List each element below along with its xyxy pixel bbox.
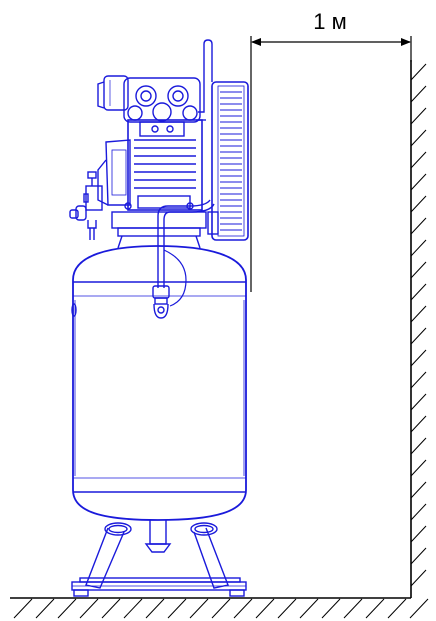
- floor-hatch-stroke: [145, 598, 165, 619]
- wall-hatch-stroke: [410, 327, 427, 345]
- wall-hatch-stroke: [410, 107, 427, 125]
- floor-hatch-stroke: [409, 598, 429, 619]
- wall-hatch-stroke: [410, 305, 427, 323]
- floor-hatch-stroke: [79, 598, 99, 619]
- wall-hatch-stroke: [410, 129, 427, 147]
- wall-hatch-stroke: [410, 525, 427, 543]
- wall-hatch-stroke: [410, 393, 427, 411]
- base-skid: [71, 577, 247, 597]
- floor-hatch-stroke: [387, 598, 407, 619]
- wall-hatch-stroke: [410, 63, 427, 81]
- wall-hatch-stroke: [410, 569, 427, 587]
- compressor: [69, 39, 249, 597]
- wall-hatch-stroke: [410, 503, 427, 521]
- wall-hatch-stroke: [410, 459, 427, 477]
- air-filter: [97, 75, 129, 111]
- flywheel-guard: [207, 81, 249, 241]
- cylinder-head: [123, 77, 201, 137]
- wall: [410, 60, 427, 598]
- pump-cylinder: [127, 119, 203, 211]
- wall-hatch-stroke: [410, 547, 427, 565]
- floor-hatch-stroke: [211, 598, 231, 619]
- floor-hatch-stroke: [123, 598, 143, 619]
- wall-hatch-stroke: [410, 217, 427, 235]
- floor-hatch-stroke: [57, 598, 77, 619]
- floor-hatch-stroke: [365, 598, 385, 619]
- wall-hatch-stroke: [410, 261, 427, 279]
- dimension-label: 1 м: [313, 9, 346, 34]
- floor-hatch-stroke: [299, 598, 319, 619]
- clearance-dimension: 1 м: [250, 9, 412, 292]
- delivery-pipe: [157, 199, 215, 307]
- check-valve: [152, 285, 170, 319]
- floor-hatch-stroke: [255, 598, 275, 619]
- guard-slats: [220, 91, 242, 231]
- wall-hatch-stroke: [410, 173, 427, 191]
- wall-hatch-stroke: [410, 151, 427, 169]
- tank-support-legs: [85, 520, 229, 589]
- floor-hatch-stroke: [167, 598, 187, 619]
- wall-hatch-stroke: [410, 415, 427, 433]
- wall-hatching: [410, 63, 427, 587]
- floor-hatch-stroke: [101, 598, 121, 619]
- floor: [10, 597, 429, 619]
- floor-hatch-stroke: [233, 598, 253, 619]
- wall-hatch-stroke: [410, 195, 427, 213]
- pressure-switch: [69, 171, 103, 240]
- receiver-tank: [71, 245, 247, 521]
- floor-hatch-stroke: [321, 598, 341, 619]
- floor-hatch-stroke: [189, 598, 209, 619]
- wall-hatch-stroke: [410, 239, 427, 257]
- pump-crankcase: [97, 139, 131, 206]
- wall-hatch-stroke: [410, 437, 427, 455]
- floor-hatch-stroke: [35, 598, 55, 619]
- wall-hatch-stroke: [410, 85, 427, 103]
- discharge-pipe: [196, 39, 213, 121]
- wall-hatch-stroke: [410, 349, 427, 367]
- wall-hatch-stroke: [410, 283, 427, 301]
- wall-hatch-stroke: [410, 371, 427, 389]
- floor-hatch-stroke: [343, 598, 363, 619]
- floor-hatch-stroke: [13, 598, 33, 619]
- floor-hatching: [13, 598, 429, 619]
- wall-hatch-stroke: [410, 481, 427, 499]
- floor-hatch-stroke: [277, 598, 297, 619]
